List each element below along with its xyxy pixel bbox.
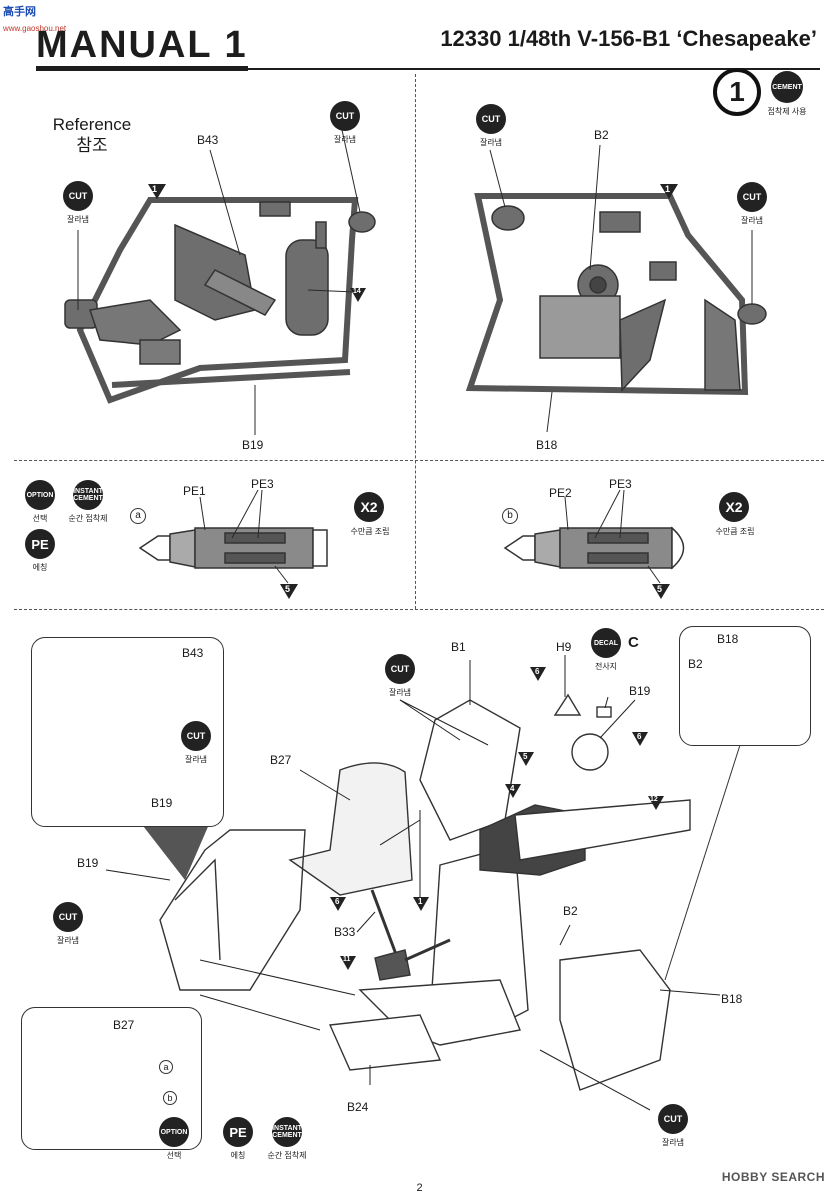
option-caption: 선택 [32, 514, 48, 523]
option-caption-inset: 선택 [166, 1151, 182, 1160]
header-rule [36, 66, 248, 71]
x2-badge-a: X2 [354, 492, 384, 522]
site-logo: 高手网 [3, 6, 36, 18]
cut-badge-left-1: CUT [63, 181, 93, 211]
cut-badge-assembly-left: CUT [53, 902, 83, 932]
belt-b-drawing [503, 526, 685, 570]
label-inset-b43: B43 [182, 646, 204, 660]
decal-badge: DECAL [591, 628, 621, 658]
option-badge: OPTION [25, 480, 55, 510]
watermark: HOBBY SEARCH [721, 1170, 825, 1184]
step-number: 1 [713, 68, 761, 116]
label-b19-frame: B19 [77, 856, 99, 870]
callout-4-bag: 4 [510, 784, 515, 793]
instant-cement-badge: INSTANT CEMENT [73, 480, 103, 510]
sprue-left-frame [64, 197, 376, 404]
cut-caption-assembly-top: 잘라냄 [388, 688, 412, 697]
cut-badge-assembly-top: CUT [385, 654, 415, 684]
label-b2: B2 [594, 128, 609, 142]
pe-badge: PE [25, 529, 55, 559]
cut-badge-inset: CUT [181, 721, 211, 751]
decal-letter: C [628, 634, 639, 651]
callout-5-bag: 5 [523, 752, 528, 761]
pe-caption: 에칭 [32, 563, 48, 572]
label-b18: B18 [536, 438, 558, 452]
assembly-drawing [159, 693, 691, 1091]
page-title: MANUAL 1 [36, 24, 248, 66]
column-divider [415, 74, 416, 609]
inset-b18 [679, 626, 811, 746]
site-url: www.gaoshou.net [3, 24, 67, 33]
cut-caption-right-1: 잘라냄 [479, 138, 503, 147]
callout-5-a: 5 [285, 584, 291, 594]
label-inset-b19: B19 [151, 796, 173, 810]
marker-b: b [502, 508, 518, 524]
label-b24: B24 [347, 1100, 369, 1114]
cut-badge-assembly-right: CUT [658, 1104, 688, 1134]
x2-caption-a: 수만큼 조립 [350, 527, 390, 536]
cut-caption-assembly-right: 잘라냄 [661, 1138, 685, 1147]
pe-caption-bottom: 에칭 [230, 1151, 246, 1160]
callout-1-left: 1 [152, 184, 158, 194]
label-pe1: PE1 [183, 484, 206, 498]
cement-caption: 접착제 사용 [767, 107, 807, 116]
kit-title: 12330 1/48th V-156-B1 ‘Chesapeake’ [440, 26, 817, 51]
section-divider-2 [14, 609, 824, 610]
belt-a-drawing [138, 527, 328, 569]
sprue-right-frame [465, 193, 767, 396]
page-number: 2 [416, 1182, 423, 1194]
label-h9: H9 [556, 640, 572, 654]
callout-12: 12 [650, 796, 658, 803]
callout-6-seat: 6 [335, 897, 340, 906]
label-b43: B43 [197, 133, 219, 147]
callout-6-ring: 6 [637, 732, 642, 741]
label-b2-assembly: B2 [563, 904, 578, 918]
label-b33: B33 [334, 925, 356, 939]
header-rule-thin [248, 68, 820, 70]
label-pe2: PE2 [549, 486, 572, 500]
cut-caption-assembly-left: 잘라냄 [56, 936, 80, 945]
label-pe3-a: PE3 [251, 477, 274, 491]
cut-badge-left-2: CUT [330, 101, 360, 131]
cut-badge-right-2: CUT [737, 182, 767, 212]
callout-11: 11 [343, 956, 351, 963]
inset-marker-a: a [159, 1060, 173, 1074]
callout-14: 14 [353, 288, 361, 295]
pe-badge-bottom: PE [223, 1117, 253, 1147]
cut-caption-left-1: 잘라냄 [66, 215, 90, 224]
label-inset-b18: B18 [717, 632, 739, 646]
label-b18-assembly: B18 [721, 992, 743, 1006]
x2-badge-b: X2 [719, 492, 749, 522]
reference-en: Reference [52, 115, 132, 134]
callout-1-floor: 1 [418, 897, 423, 906]
section-divider-1 [14, 460, 824, 461]
option-badge-inset: OPTION [159, 1117, 189, 1147]
callout-5-b: 5 [657, 584, 663, 594]
cement-badge: CEMENT [771, 71, 803, 103]
inset-marker-b: b [163, 1091, 177, 1105]
callout-6-h9: 6 [535, 667, 540, 676]
label-b27: B27 [270, 753, 292, 767]
label-b19: B19 [242, 438, 264, 452]
label-inset-b27: B27 [113, 1018, 135, 1032]
label-b19-ring: B19 [629, 684, 651, 698]
x2-caption-b: 수만큼 조립 [715, 527, 755, 536]
cut-caption-right-2: 잘라냄 [740, 216, 764, 225]
instant-cement-caption: 순간 접착제 [68, 514, 108, 523]
label-pe3-b: PE3 [609, 477, 632, 491]
instant-cement-badge-bottom: INSTANT CEMENT [272, 1117, 302, 1147]
cut-badge-right-1: CUT [476, 104, 506, 134]
label-b1: B1 [451, 640, 466, 654]
cut-caption-inset: 잘라냄 [184, 755, 208, 764]
instant-cement-caption-bottom: 순간 접착제 [267, 1151, 307, 1160]
reference-ko: 참조 [76, 136, 108, 155]
decal-caption: 전사지 [594, 662, 618, 671]
reference-label: Reference 참조 [48, 114, 136, 156]
marker-a: a [130, 508, 146, 524]
cut-caption-left-2: 잘라냄 [333, 135, 357, 144]
callout-1-right: 1 [665, 184, 671, 194]
label-inset-b2: B2 [688, 657, 703, 671]
